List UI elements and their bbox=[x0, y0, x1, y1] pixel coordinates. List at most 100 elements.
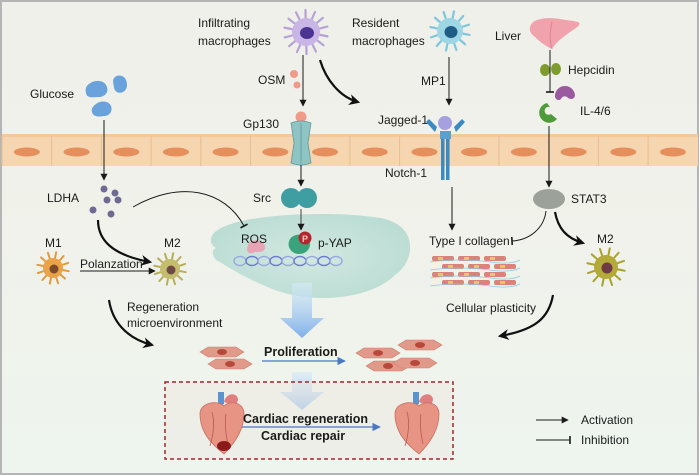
ros-label: ROS bbox=[241, 232, 267, 246]
m2-macrophage-icon bbox=[586, 247, 626, 287]
dna-helix-icon bbox=[233, 255, 343, 267]
dna-turn bbox=[329, 255, 343, 267]
m2-right-label: M2 bbox=[597, 232, 614, 246]
hepcidin-particle-icon bbox=[551, 63, 561, 75]
collagen-crosslink bbox=[438, 273, 443, 276]
membrane-cell-nucleus bbox=[659, 147, 686, 157]
resident-macrophages-label-line2: macrophages bbox=[352, 34, 425, 48]
collagen-crosslink bbox=[490, 273, 495, 276]
cell-membrane-layer bbox=[1, 134, 698, 166]
m2-macrophage-icon bbox=[153, 252, 187, 286]
heart-vessel bbox=[218, 392, 224, 406]
collagen-strand bbox=[429, 275, 521, 280]
cardiomyocyte-nucleus bbox=[373, 350, 383, 356]
liver-icon bbox=[529, 18, 580, 50]
cardiomyocyte-nucleus bbox=[415, 342, 425, 348]
cardiomyocyte-nucleus bbox=[410, 360, 420, 366]
collagen-crosslink bbox=[500, 265, 505, 268]
membrane-cell-nucleus bbox=[610, 147, 637, 157]
proliferation-label: Proliferation bbox=[264, 345, 338, 359]
cardiomyocyte-cells-right bbox=[355, 339, 443, 372]
cardiomyocyte-nucleus bbox=[225, 361, 235, 367]
membrane-cell-nucleus bbox=[162, 147, 189, 157]
gp130-label: Gp130 bbox=[243, 117, 279, 131]
collagen-strand bbox=[429, 259, 521, 264]
type1-collagen-label: Type I collagen bbox=[429, 234, 510, 248]
cardiomyocyte-nucleus bbox=[383, 363, 393, 369]
jagged1-notch1-receptor-icon bbox=[426, 116, 465, 180]
heart-infarct-area bbox=[217, 441, 231, 451]
stat3-label: STAT3 bbox=[571, 192, 607, 206]
cardiomyocyte-cells-left bbox=[199, 346, 253, 370]
membrane-cell-nucleus bbox=[510, 147, 537, 157]
legend: Activation Inhibition bbox=[536, 413, 633, 447]
il46-receptor-icon bbox=[539, 85, 575, 123]
membrane-cell-nucleus bbox=[113, 147, 140, 157]
collagen-crosslink bbox=[438, 257, 443, 260]
notch1-label: Notch-1 bbox=[385, 166, 427, 180]
repaired-heart-icon bbox=[394, 392, 440, 455]
collagen-strand bbox=[429, 267, 521, 272]
membrane-cell-nucleus bbox=[411, 147, 438, 157]
polarization-label: Polanzation bbox=[80, 257, 143, 271]
hepcidin-particle-icon bbox=[540, 64, 550, 76]
osm-label: OSM bbox=[258, 73, 285, 87]
liver-label: Liver bbox=[495, 29, 521, 43]
collagen-crosslink bbox=[474, 281, 479, 284]
m1-macrophage-icon bbox=[36, 251, 70, 285]
cardiac-regeneration-label: Cardiac regeneration bbox=[243, 412, 368, 426]
m1-label: M1 bbox=[45, 236, 62, 250]
membrane-cell-nucleus bbox=[560, 147, 587, 157]
p-yap-label: p-YAP bbox=[318, 236, 352, 250]
inhibition-curve bbox=[510, 210, 547, 246]
infiltrating-macrophage-icon bbox=[283, 8, 329, 56]
collagen-crosslink bbox=[464, 257, 469, 260]
cellular-plasticity-label: Cellular plasticity bbox=[446, 301, 536, 315]
activation-curve-arrow bbox=[318, 59, 361, 105]
activation-curve-arrow bbox=[107, 299, 155, 349]
src-label: Src bbox=[253, 191, 271, 205]
osm-particle-icon bbox=[290, 70, 298, 78]
resident-macrophage-icon bbox=[429, 10, 471, 52]
progression-arrow-down bbox=[280, 283, 324, 338]
collagen-crosslink bbox=[474, 265, 479, 268]
regeneration-microenvironment-label-line1: Regeneration bbox=[127, 300, 199, 314]
glucose-molecule-icon bbox=[85, 75, 127, 117]
inhibition-curve bbox=[132, 191, 248, 229]
cardiomyocyte-nucleus bbox=[217, 349, 227, 355]
collagen-strand bbox=[429, 283, 521, 288]
activation-curve-arrow bbox=[553, 211, 586, 246]
m2-left-label: M2 bbox=[164, 236, 181, 250]
osm-particle-icon bbox=[293, 81, 301, 89]
injured-heart-icon bbox=[199, 392, 245, 455]
ros-molecule-icon bbox=[247, 240, 266, 254]
membrane-cell-nucleus bbox=[63, 147, 90, 157]
heart-coronary bbox=[209, 411, 229, 447]
stat3-protein-icon bbox=[533, 189, 565, 209]
src-protein-icon bbox=[281, 188, 317, 208]
infiltrating-macrophages-label-line1: Infiltrating bbox=[198, 16, 250, 30]
collagen-fibers-icon bbox=[429, 256, 521, 288]
legend-inhibition-label: Inhibition bbox=[581, 433, 629, 447]
membrane-cell-nucleus bbox=[312, 147, 339, 157]
cardiac-repair-label: Cardiac repair bbox=[261, 429, 345, 443]
gp130-receptor-icon bbox=[290, 111, 312, 166]
collagen-crosslink bbox=[448, 281, 453, 284]
p-yap-protein-icon: P bbox=[288, 231, 312, 254]
membrane-cell-nucleus bbox=[361, 147, 388, 157]
infiltrating-macrophages-label-line2: macrophages bbox=[198, 34, 271, 48]
resident-macrophages-label-line1: Resident bbox=[352, 16, 400, 30]
hepcidin-label: Hepcidin bbox=[568, 63, 615, 77]
mp1-label: MP1 bbox=[421, 74, 446, 88]
membrane-cell-nucleus bbox=[13, 147, 40, 157]
ldha-label: LDHA bbox=[47, 191, 79, 205]
il46-label: IL-4/6 bbox=[580, 104, 611, 118]
heart-vessel bbox=[413, 392, 419, 406]
collagen-crosslink bbox=[464, 273, 469, 276]
legend-activation-label: Activation bbox=[581, 413, 633, 427]
heart-coronary bbox=[404, 411, 424, 447]
membrane-cell-nucleus bbox=[212, 147, 239, 157]
collagen-crosslink bbox=[448, 265, 453, 268]
glucose-label: Glucose bbox=[30, 87, 74, 101]
